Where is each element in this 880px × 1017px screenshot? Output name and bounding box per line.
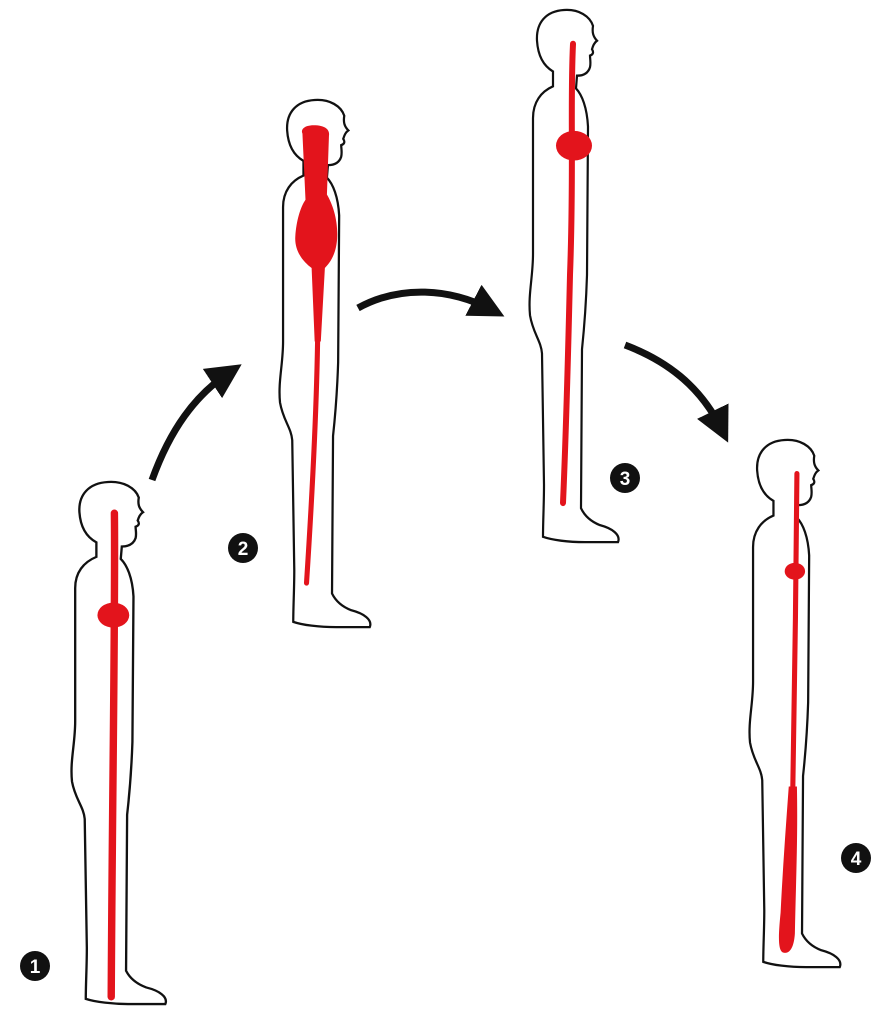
step-3-number: 3 (620, 469, 631, 490)
arrow-curved-right (358, 292, 492, 310)
step-2-figure (280, 100, 371, 627)
step-4-figure (750, 440, 841, 967)
heart-pooling (556, 131, 592, 161)
step-2-number: 2 (238, 539, 249, 560)
step-1-badge: 1 (20, 951, 50, 981)
body-outline (71, 482, 165, 1004)
step-1-number: 1 (30, 957, 41, 978)
step-1-figure (71, 482, 165, 1004)
step-2-badge: 2 (228, 533, 258, 563)
heart-pooling (97, 603, 129, 628)
blood-flow-line (111, 513, 114, 997)
arrow-curved-down (625, 345, 722, 430)
step-4-number: 4 (851, 849, 862, 870)
step-4-badge: 4 (841, 843, 871, 873)
step-3-badge: 3 (610, 463, 640, 493)
arrow-curved-up (152, 372, 230, 480)
heart-pooling (785, 563, 805, 580)
step-3-figure (530, 10, 619, 542)
